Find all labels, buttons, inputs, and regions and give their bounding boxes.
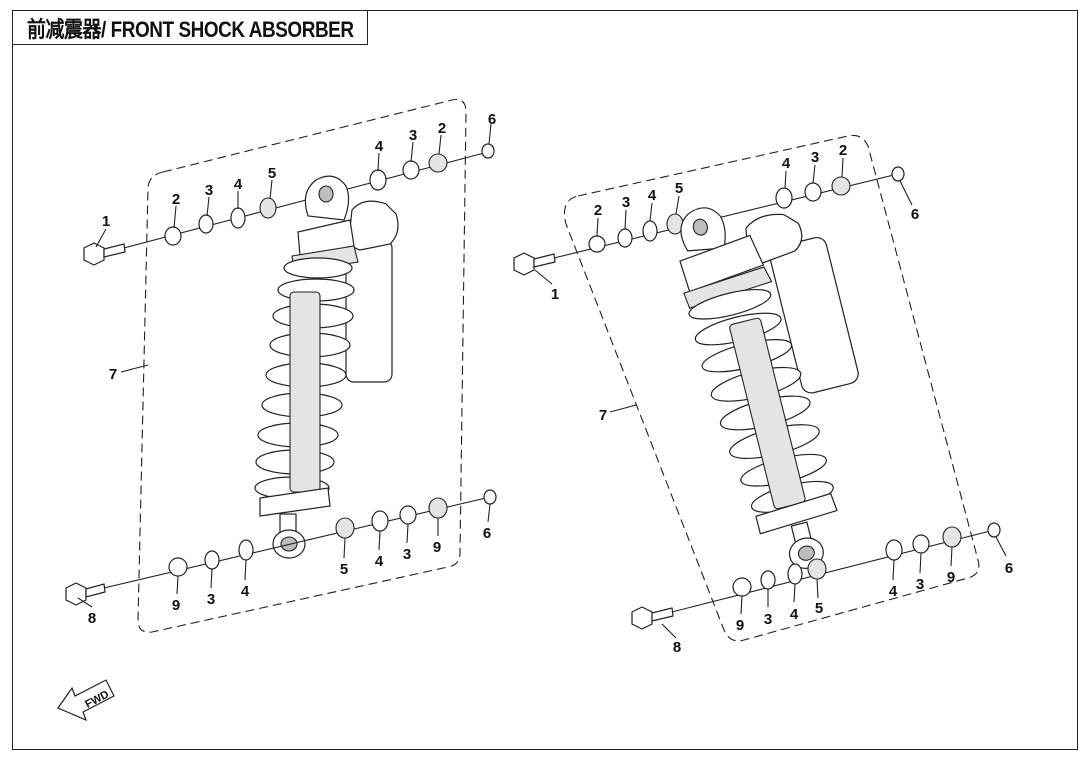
left-bottom-washer-4b <box>371 510 389 532</box>
callout-left-top-3a: 3 <box>205 182 213 199</box>
right-bottom-nut-6 <box>987 522 1001 538</box>
callout-left-top-6: 6 <box>488 111 496 128</box>
left-bottom-ring-3b <box>399 505 417 525</box>
callout-right-top-2a: 2 <box>594 202 602 219</box>
title-separator: / <box>100 16 111 42</box>
left-top-spacer-5 <box>259 197 277 219</box>
callout-right-bottom-5: 5 <box>815 600 823 617</box>
callout-left-top-2b: 2 <box>438 120 446 137</box>
left-bottom-axis <box>103 496 491 589</box>
callout-right-bottom-9b: 9 <box>947 569 955 586</box>
callout-right-bottom-6: 6 <box>1005 560 1013 577</box>
left-top-bushing-2a <box>164 226 182 246</box>
callout-right-top-3a: 3 <box>622 194 630 211</box>
title-english: FRONT SHOCK ABSORBER <box>110 16 354 42</box>
right-top-washer-4a <box>642 220 658 242</box>
callout-right-bottom-4a: 4 <box>790 606 799 623</box>
callout-left-bottom-9a: 9 <box>172 597 180 614</box>
left-bottom-ring-3a <box>204 550 220 570</box>
callout-left-bottom-5: 5 <box>340 561 348 578</box>
right-top-washer-4b <box>775 187 793 209</box>
left-top-ring-3a <box>198 214 214 234</box>
left-top-bolt <box>83 242 126 266</box>
left-bottom-washer-4a <box>238 539 254 561</box>
callout-right-top-4b: 4 <box>782 155 791 172</box>
callout-left-bottom-6: 6 <box>483 525 491 542</box>
callout-left-top-2a: 2 <box>172 191 180 208</box>
right-bottom-axis <box>671 529 995 613</box>
callout-right-top-3b: 3 <box>811 149 819 166</box>
left-bottom-bushing-9a <box>168 557 188 577</box>
right-bottom-bushing-9b <box>942 526 962 548</box>
callout-right-top-5: 5 <box>675 180 683 197</box>
left-shock-assembly: 1 2 3 4 5 4 3 2 6 7 8 9 3 4 5 4 3 9 6 <box>65 98 497 633</box>
callout-right-top-2b: 2 <box>839 142 847 159</box>
right-shock-assembly: 1 2 3 4 5 4 3 2 6 7 8 9 3 4 5 4 3 9 6 <box>513 134 1013 656</box>
left-top-washer-4b <box>369 169 387 191</box>
callout-right-top-4a: 4 <box>648 187 657 204</box>
left-bottom-nut-6 <box>483 489 497 505</box>
right-top-bushing-2a <box>588 235 606 253</box>
callout-left-top-5: 5 <box>268 165 276 182</box>
right-top-ring-3b <box>804 182 822 202</box>
fwd-arrow-icon: FWD <box>57 679 115 722</box>
callout-right-7: 7 <box>599 407 607 424</box>
right-top-ring-3a <box>617 228 633 248</box>
callout-left-bottom-9b: 9 <box>433 539 441 556</box>
callout-right-top-1: 1 <box>551 286 559 303</box>
right-bottom-bushing-9a <box>732 577 752 597</box>
callout-right-bottom-3a: 3 <box>764 611 772 628</box>
callout-right-bottom-8: 8 <box>673 639 681 656</box>
right-bottom-washer-4a <box>787 563 803 585</box>
left-bottom-spacer-5 <box>335 517 355 539</box>
left-bottom-bushing-9b <box>428 497 448 519</box>
callout-right-bottom-9a: 9 <box>736 617 744 634</box>
callout-left-bottom-8: 8 <box>88 610 96 627</box>
right-bottom-ring-3b <box>912 534 930 554</box>
callout-right-bottom-4b: 4 <box>889 583 898 600</box>
callout-left-bottom-3b: 3 <box>403 546 411 563</box>
callout-left-bottom-4a: 4 <box>241 583 250 600</box>
left-top-ring-3b <box>402 160 420 180</box>
right-bottom-bolt <box>631 606 674 630</box>
callout-left-top-1: 1 <box>102 213 110 230</box>
callout-left-top-4b: 4 <box>375 138 384 155</box>
left-top-washer-4a <box>230 207 246 229</box>
title-chinese: 前减震器 <box>27 16 101 42</box>
left-top-nut-6 <box>481 143 495 159</box>
left-assembly-boundary <box>137 98 467 633</box>
left-top-bushing-2b <box>428 153 448 173</box>
callout-right-top-6: 6 <box>911 206 919 223</box>
right-top-nut-6 <box>891 166 905 182</box>
right-shock-body <box>679 207 859 569</box>
title-box: 前减震器/ FRONT SHOCK ABSORBER <box>12 10 368 45</box>
left-bottom-bolt <box>65 582 106 606</box>
left-shock-body <box>254 175 399 559</box>
callout-left-7: 7 <box>109 366 117 383</box>
page-title: 前减震器/ FRONT SHOCK ABSORBER <box>27 12 354 44</box>
callout-left-bottom-4b: 4 <box>375 553 384 570</box>
right-bottom-washer-4b <box>885 539 903 561</box>
right-top-bushing-2b <box>831 176 851 196</box>
callout-left-top-3b: 3 <box>409 127 417 144</box>
right-bottom-ring-3a <box>760 570 776 590</box>
callout-right-bottom-3b: 3 <box>916 576 924 593</box>
right-bottom-spacer-5 <box>807 558 827 580</box>
callout-left-bottom-3a: 3 <box>207 591 215 608</box>
right-top-bolt <box>513 252 556 276</box>
diagram-frame <box>12 10 1078 750</box>
callout-left-top-4a: 4 <box>234 176 243 193</box>
